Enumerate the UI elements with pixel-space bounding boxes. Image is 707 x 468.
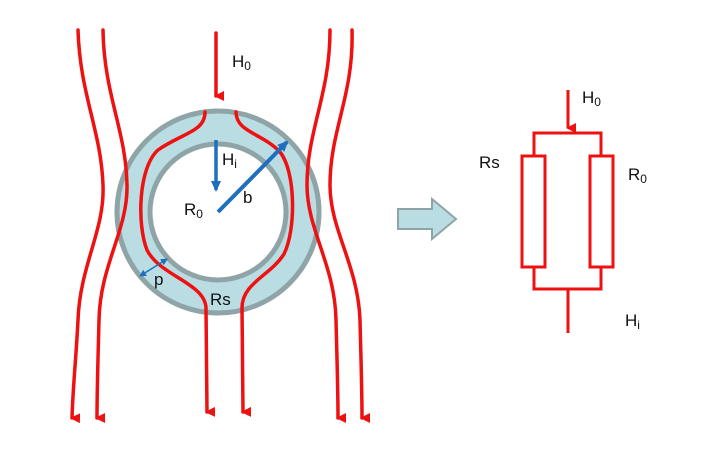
h0-label: H0 <box>232 52 251 73</box>
field-line-through-shield-left <box>139 110 216 417</box>
circuit-top-bus <box>532 131 603 156</box>
rs-label: Rs <box>210 290 231 309</box>
rs-circuit-label: Rs <box>479 153 500 172</box>
inner-vectors <box>139 140 289 277</box>
r0-resistor <box>588 154 615 269</box>
p-thickness-arrow <box>139 258 168 277</box>
b-radius-vector <box>216 140 289 214</box>
h0-circuit-label: H0 <box>582 88 601 109</box>
circuit-bottom-bus <box>532 267 603 291</box>
field-line-right-inner <box>305 28 347 423</box>
hi-label: Hi <box>222 150 237 171</box>
right-arrow-icon <box>397 196 458 242</box>
field-line-through-shield-right <box>234 110 295 417</box>
field-line-left-inner <box>95 28 129 424</box>
p-label: p <box>154 270 163 289</box>
equivalent-circuit <box>520 90 615 333</box>
r0-circuit-label: R0 <box>628 165 647 186</box>
field-line-left-outer <box>70 28 105 424</box>
r0-label: R0 <box>184 200 203 221</box>
hi-circuit-label: Hi <box>625 311 640 332</box>
field-line-right-outer <box>328 28 371 423</box>
field-lines <box>70 28 371 424</box>
rs-resistor <box>520 154 547 269</box>
b-label: b <box>243 188 252 207</box>
